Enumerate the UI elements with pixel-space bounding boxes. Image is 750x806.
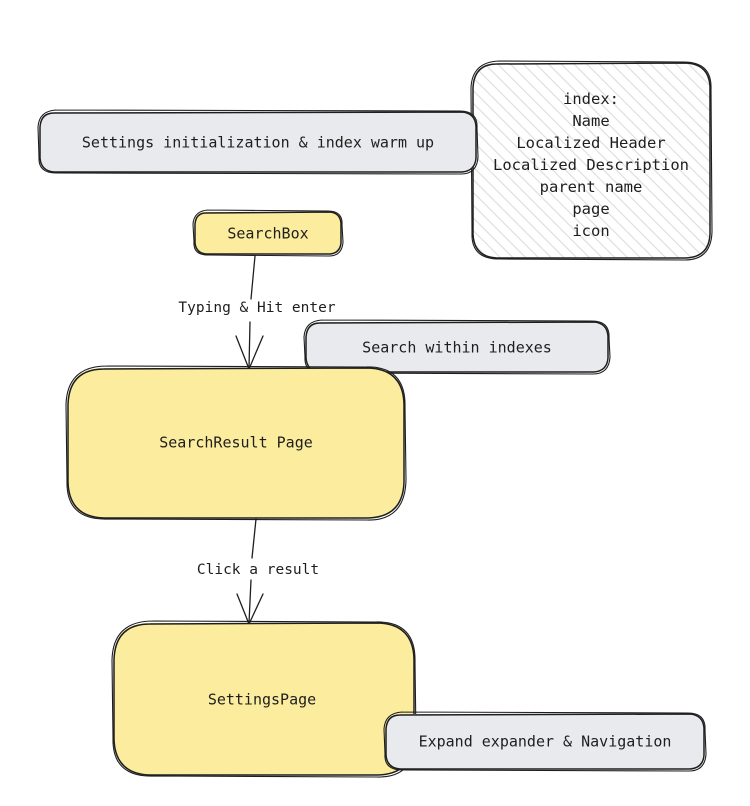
edge1-segment-upper [250, 255, 256, 300]
edge2-label: Click a result [197, 562, 319, 578]
edge-searchbox-to-result: Typing & Hit enter [178, 255, 336, 370]
index-line-1: Name [572, 112, 609, 130]
node-search-within-indexes[interactable]: Search within indexes [303, 319, 611, 375]
searchbox-fill [195, 212, 341, 254]
edge2-arrowhead-right [248, 593, 264, 625]
index-box-outline-a [472, 62, 711, 259]
index-box-outline-b [470, 60, 713, 261]
settings-page-outline-b [111, 620, 417, 778]
settings-page-label: SettingsPage [208, 691, 316, 709]
edge1-label: Typing & Hit enter [178, 300, 335, 316]
node-settings-init[interactable]: Settings initialization & index warm up [37, 109, 479, 175]
searchbox-label: SearchBox [227, 225, 308, 243]
edge2-arrowhead-left [236, 593, 250, 625]
node-index-box[interactable]: index: Name Localized Header Localized D… [470, 60, 713, 261]
settings-init-outline-b [37, 109, 479, 175]
expand-expander-label: Expand expander & Navigation [419, 733, 672, 751]
expand-expander-fill [386, 714, 704, 769]
node-searchresult-page[interactable]: SearchResult Page [65, 365, 407, 521]
index-line-4: parent name [540, 178, 643, 196]
edge1-arrowhead-right [248, 335, 264, 370]
edge2-segment-upper [251, 518, 257, 559]
index-line-0: index: [563, 90, 619, 108]
node-searchbox[interactable]: SearchBox [192, 209, 344, 257]
edge1-arrowhead-left [235, 335, 250, 370]
expand-expander-outline-a [385, 713, 705, 770]
expand-expander-outline-b [383, 711, 707, 772]
edge1-segment-lower [248, 321, 251, 369]
settings-init-fill [40, 112, 476, 172]
settings-init-label: Settings initialization & index warm up [82, 134, 434, 152]
search-within-indexes-outline-b [303, 319, 611, 375]
node-expand-expander[interactable]: Expand expander & Navigation [383, 711, 707, 772]
edge2-segment-lower [248, 579, 252, 624]
index-box-hatch-fill [473, 63, 710, 258]
searchresult-page-outline-b [65, 365, 407, 521]
search-within-indexes-fill [306, 322, 608, 372]
index-line-2: Localized Header [516, 134, 665, 152]
searchresult-page-fill [68, 368, 404, 518]
index-line-5: page [572, 200, 609, 218]
settings-init-outline-a [39, 111, 477, 173]
search-within-indexes-outline-a [305, 321, 609, 373]
settings-page-fill [114, 623, 414, 775]
search-within-indexes-label: Search within indexes [362, 339, 552, 357]
searchresult-page-outline-a [67, 367, 405, 519]
searchbox-outline-b [192, 209, 344, 257]
index-line-3: Localized Description [493, 156, 689, 174]
searchbox-outline-a [194, 211, 342, 255]
node-settings-page[interactable]: SettingsPage [111, 620, 417, 778]
searchresult-page-label: SearchResult Page [159, 434, 313, 452]
settings-page-outline-a [113, 622, 415, 776]
edge-result-to-settings: Click a result [197, 518, 319, 625]
index-line-6: icon [572, 222, 609, 240]
